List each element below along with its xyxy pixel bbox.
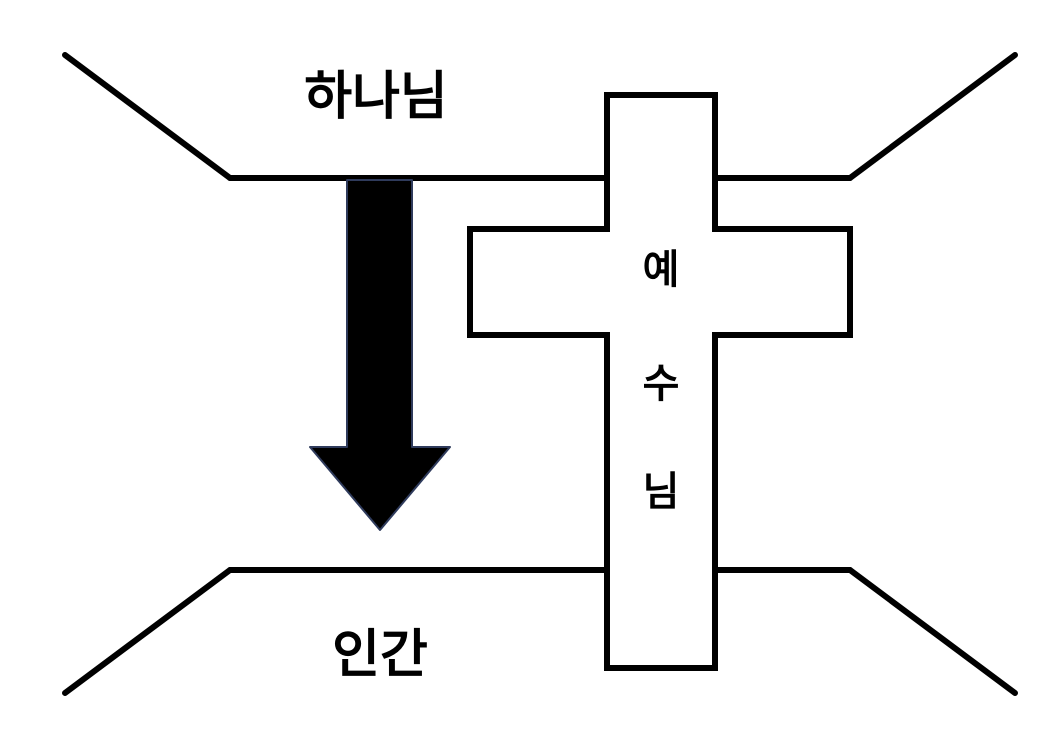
cross-shape (467, 92, 853, 671)
top-right-slant-line (847, 52, 1018, 181)
cross-text-char-1: 예 (643, 247, 680, 293)
top-label-god: 하나님 (304, 67, 448, 127)
cross-text-char-2: 수 (643, 361, 680, 407)
bottom-label-human: 인간 (332, 625, 428, 685)
cross-text-char-3: 님 (643, 469, 680, 515)
bottom-right-slant-line (847, 567, 1018, 696)
bottom-left-slant-line (62, 567, 233, 696)
top-left-slant-line (62, 52, 233, 181)
down-arrow (309, 179, 451, 531)
